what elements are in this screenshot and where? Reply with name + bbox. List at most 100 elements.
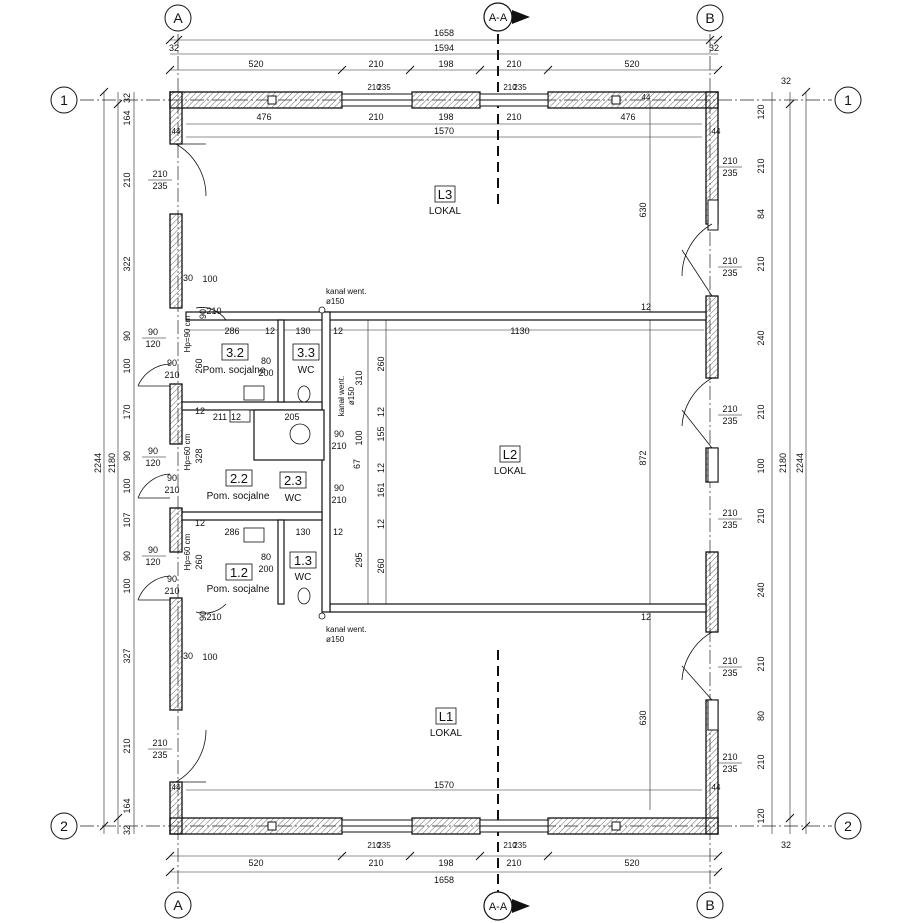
- svg-text:235: 235: [722, 764, 737, 774]
- svg-text:32: 32: [122, 93, 132, 103]
- svg-text:L2: L2: [503, 447, 517, 462]
- svg-text:A-A: A-A: [489, 901, 508, 913]
- grid-lines: [80, 34, 832, 890]
- dimension-lines: [103, 39, 807, 873]
- svg-text:90: 90: [122, 451, 132, 461]
- svg-text:210: 210: [722, 656, 737, 666]
- exterior-doors: [137, 143, 713, 783]
- svg-text:210: 210: [152, 169, 167, 179]
- svg-text:90: 90: [198, 611, 208, 621]
- svg-text:1570: 1570: [434, 126, 454, 136]
- svg-text:210: 210: [367, 83, 381, 92]
- svg-text:210: 210: [503, 83, 517, 92]
- svg-text:286: 286: [224, 326, 239, 336]
- svg-text:12: 12: [376, 519, 386, 529]
- svg-text:32: 32: [122, 825, 132, 835]
- room-label-1-3: 1.3 WC: [289, 551, 317, 583]
- svg-text:322: 322: [122, 256, 132, 271]
- svg-text:90: 90: [148, 545, 158, 555]
- svg-text:235: 235: [152, 181, 167, 191]
- svg-text:210: 210: [756, 656, 766, 671]
- svg-text:L1: L1: [439, 709, 453, 724]
- svg-text:LOKAL: LOKAL: [429, 206, 462, 217]
- svg-text:235: 235: [377, 83, 391, 92]
- door-dimension-texts: 210 235 210 235 210 235 210 235 210 235 …: [142, 156, 742, 774]
- svg-text:90: 90: [334, 429, 344, 439]
- svg-text:520: 520: [248, 59, 263, 69]
- svg-text:90: 90: [122, 551, 132, 561]
- svg-text:1: 1: [844, 92, 852, 108]
- grid-bubble-2-right: 2: [834, 812, 862, 840]
- svg-text:210: 210: [722, 752, 737, 762]
- svg-text:210: 210: [756, 508, 766, 523]
- svg-text:90: 90: [167, 473, 177, 483]
- svg-text:32: 32: [169, 43, 179, 53]
- svg-text:170: 170: [122, 404, 132, 419]
- svg-text:260: 260: [376, 356, 386, 371]
- svg-text:210: 210: [164, 370, 179, 380]
- svg-text:107: 107: [122, 512, 132, 527]
- svg-text:164: 164: [122, 110, 132, 125]
- svg-text:80: 80: [261, 356, 271, 366]
- svg-text:210: 210: [756, 404, 766, 419]
- svg-text:120: 120: [145, 458, 160, 468]
- svg-text:90: 90: [122, 331, 132, 341]
- svg-text:520: 520: [624, 59, 639, 69]
- svg-text:310: 310: [354, 370, 364, 385]
- svg-text:Pom. socjalne: Pom. socjalne: [207, 584, 270, 595]
- svg-text:240: 240: [756, 582, 766, 597]
- svg-text:198: 198: [438, 858, 453, 868]
- right-dimension-texts: 2180 2244 32 32 120 210 84 210 240 210 1…: [756, 76, 805, 850]
- svg-text:12: 12: [231, 412, 241, 422]
- room-label-2-3: 2.3 WC: [279, 471, 307, 504]
- svg-text:120: 120: [145, 557, 160, 567]
- room-label-l2: L2 LOKAL: [494, 445, 527, 477]
- room-label-l3: L3 LOKAL: [429, 185, 462, 217]
- svg-text:12: 12: [376, 407, 386, 417]
- svg-text:67: 67: [352, 459, 362, 469]
- section-marker-bottom: A-A: [483, 891, 530, 921]
- svg-text:2244: 2244: [795, 453, 805, 473]
- svg-text:164: 164: [122, 798, 132, 813]
- svg-text:235: 235: [722, 520, 737, 530]
- grid-bubble-b-bottom: B: [696, 891, 724, 919]
- svg-text:100: 100: [122, 358, 132, 373]
- svg-text:90: 90: [334, 483, 344, 493]
- svg-text:44: 44: [642, 93, 651, 102]
- svg-text:2180: 2180: [778, 453, 788, 473]
- svg-text:476: 476: [256, 112, 271, 122]
- svg-text:210: 210: [164, 586, 179, 596]
- svg-text:2: 2: [844, 818, 852, 834]
- svg-text:260: 260: [194, 358, 204, 373]
- svg-text:L3: L3: [438, 187, 452, 202]
- svg-text:1594: 1594: [434, 43, 454, 53]
- svg-text:12: 12: [195, 406, 205, 416]
- svg-text:235: 235: [722, 416, 737, 426]
- svg-text:210: 210: [756, 158, 766, 173]
- svg-text:2.3: 2.3: [284, 473, 302, 488]
- svg-text:12: 12: [265, 326, 275, 336]
- svg-text:kanał went.: kanał went.: [326, 625, 366, 634]
- svg-text:84: 84: [756, 209, 766, 219]
- svg-text:LOKAL: LOKAL: [430, 728, 463, 739]
- svg-text:Hp=60 cm: Hp=60 cm: [183, 433, 192, 470]
- svg-text:872: 872: [638, 450, 648, 465]
- svg-text:210: 210: [722, 508, 737, 518]
- svg-text:100: 100: [756, 458, 766, 473]
- svg-text:235: 235: [722, 268, 737, 278]
- svg-text:kanał went.: kanał went.: [337, 376, 346, 416]
- svg-text:Hp=90 cm: Hp=90 cm: [183, 315, 192, 352]
- svg-text:1570: 1570: [434, 780, 454, 790]
- room-label-l1: L1 LOKAL: [430, 707, 463, 739]
- svg-text:2244: 2244: [93, 453, 103, 473]
- svg-text:WC: WC: [298, 365, 315, 376]
- svg-text:2: 2: [60, 818, 68, 834]
- sanitary-fixtures: [229, 306, 326, 620]
- room-label-2-2: 2.2 Pom. socjalne: [207, 469, 270, 502]
- svg-text:3.3: 3.3: [297, 345, 315, 360]
- svg-text:30: 30: [183, 651, 193, 661]
- svg-text:210: 210: [206, 612, 221, 622]
- svg-text:120: 120: [756, 104, 766, 119]
- svg-text:260: 260: [194, 554, 204, 569]
- svg-text:ø150: ø150: [326, 297, 345, 306]
